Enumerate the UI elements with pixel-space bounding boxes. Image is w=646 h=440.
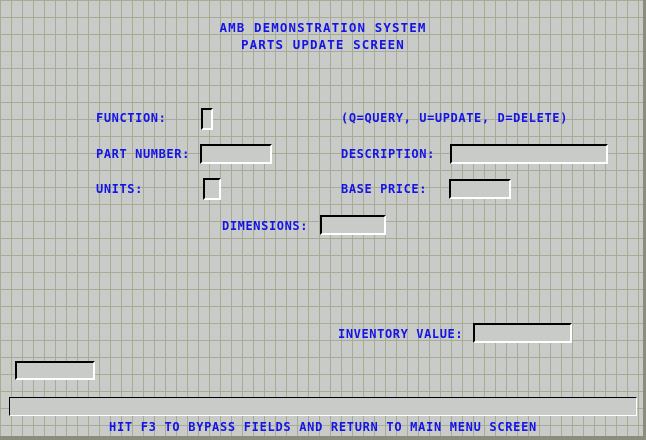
- description-label: DESCRIPTION:: [341, 147, 435, 161]
- dimensions-input[interactable]: [320, 215, 386, 235]
- base-price-label: BASE PRICE:: [341, 182, 428, 196]
- status-message-text: HIT F3 TO BYPASS FIELDS AND RETURN TO MA…: [109, 420, 537, 434]
- function-input[interactable]: [201, 108, 213, 130]
- function-hint-text: (Q=QUERY, U=UPDATE, D=DELETE): [341, 111, 568, 125]
- dimensions-label: DIMENSIONS:: [222, 219, 309, 233]
- units-label: UNITS:: [96, 182, 143, 196]
- screen-title-line-1: AMB DEMONSTRATION SYSTEM: [219, 20, 427, 35]
- part-number-label: PART NUMBER:: [96, 147, 190, 161]
- description-input[interactable]: [450, 144, 608, 164]
- inventory-value-input[interactable]: [473, 323, 572, 343]
- units-input[interactable]: [203, 178, 221, 200]
- inventory-value-label: INVENTORY VALUE:: [338, 327, 464, 341]
- base-price-input[interactable]: [449, 179, 511, 199]
- function-label: FUNCTION:: [96, 111, 167, 125]
- screen-title-line-2: PARTS UPDATE SCREEN: [241, 37, 405, 52]
- unlabeled-input[interactable]: [15, 361, 95, 380]
- status-message-field[interactable]: [9, 397, 637, 416]
- part-number-input[interactable]: [200, 144, 272, 164]
